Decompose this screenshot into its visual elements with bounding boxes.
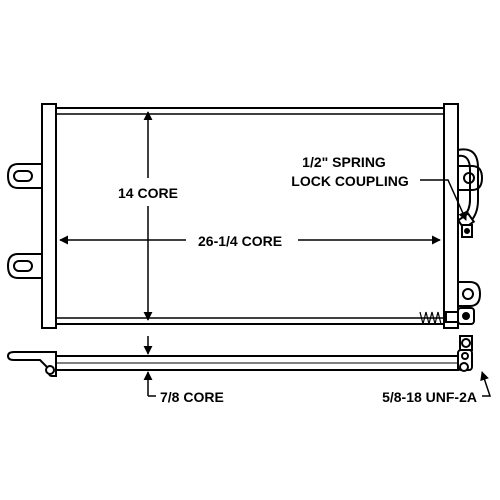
left-lower-bracket [6, 253, 43, 279]
receiver-spring [419, 311, 442, 325]
coupling-label-line2: LOCK COUPLING [291, 173, 409, 189]
height-label: 14 CORE [118, 185, 178, 201]
coupling-label-line1: 1/2" SPRING [302, 154, 386, 170]
top-view [6, 335, 473, 377]
thread-leader [480, 371, 492, 397]
front-view [6, 103, 484, 329]
right-lower-bracket [457, 281, 482, 307]
left-header-tank [41, 103, 57, 329]
left-upper-bracket [6, 163, 43, 189]
coupling-leader [420, 179, 467, 221]
depth-label: 7/8 CORE [160, 389, 224, 405]
width-label: 26-1/4 CORE [198, 233, 282, 249]
thread-label: 5/8-18 UNF-2A [382, 389, 477, 405]
bottom-fitting [445, 307, 475, 325]
condenser-core [55, 107, 445, 325]
spring-lock-coupling [456, 148, 479, 238]
right-header-tank [443, 103, 459, 329]
dimension-lines [59, 111, 492, 397]
